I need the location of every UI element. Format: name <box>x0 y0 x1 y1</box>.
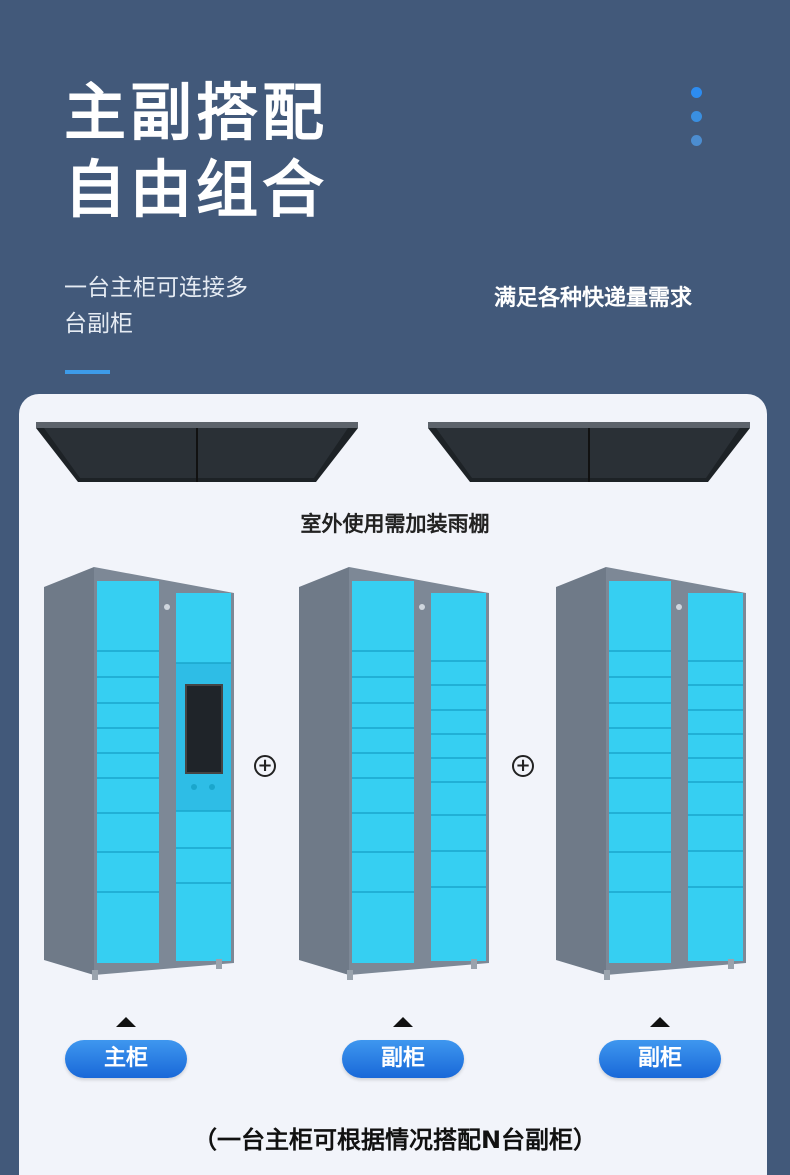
subtitle-left: 一台主柜可连接多 台副柜 <box>64 270 248 342</box>
canopy-icon <box>36 422 358 482</box>
dot-icon <box>691 111 702 122</box>
sub-cabinet-label: 副柜 <box>599 1040 721 1078</box>
page-title-line-2: 自由组合 <box>64 153 329 226</box>
footer-note: （一台主柜可根据情况搭配N台副柜） <box>192 1126 598 1154</box>
plus-icon: + <box>512 755 534 777</box>
page-title-line-1: 主副搭配 <box>64 76 329 149</box>
triangle-up-icon <box>393 1017 413 1027</box>
dot-icon <box>691 87 702 98</box>
triangle-up-icon <box>650 1017 670 1027</box>
subtitle-left-line-2: 台副柜 <box>64 311 133 337</box>
sub-cabinet-label: 副柜 <box>342 1040 464 1078</box>
plus-icon: + <box>254 755 276 777</box>
canopy-icon <box>428 422 750 482</box>
main-cabinet-illustration <box>44 567 234 980</box>
accent-underline <box>65 370 110 374</box>
sub-cabinet-illustration <box>299 567 489 980</box>
triangle-up-icon <box>116 1017 136 1027</box>
canopy-note: 室外使用需加装雨棚 <box>300 512 490 536</box>
subtitle-left-line-1: 一台主柜可连接多 <box>64 275 248 301</box>
dot-icon <box>691 135 702 146</box>
main-cabinet-label: 主柜 <box>65 1040 187 1078</box>
subtitle-right: 满足各种快递量需求 <box>494 286 693 311</box>
sub-cabinet-illustration <box>556 567 746 980</box>
